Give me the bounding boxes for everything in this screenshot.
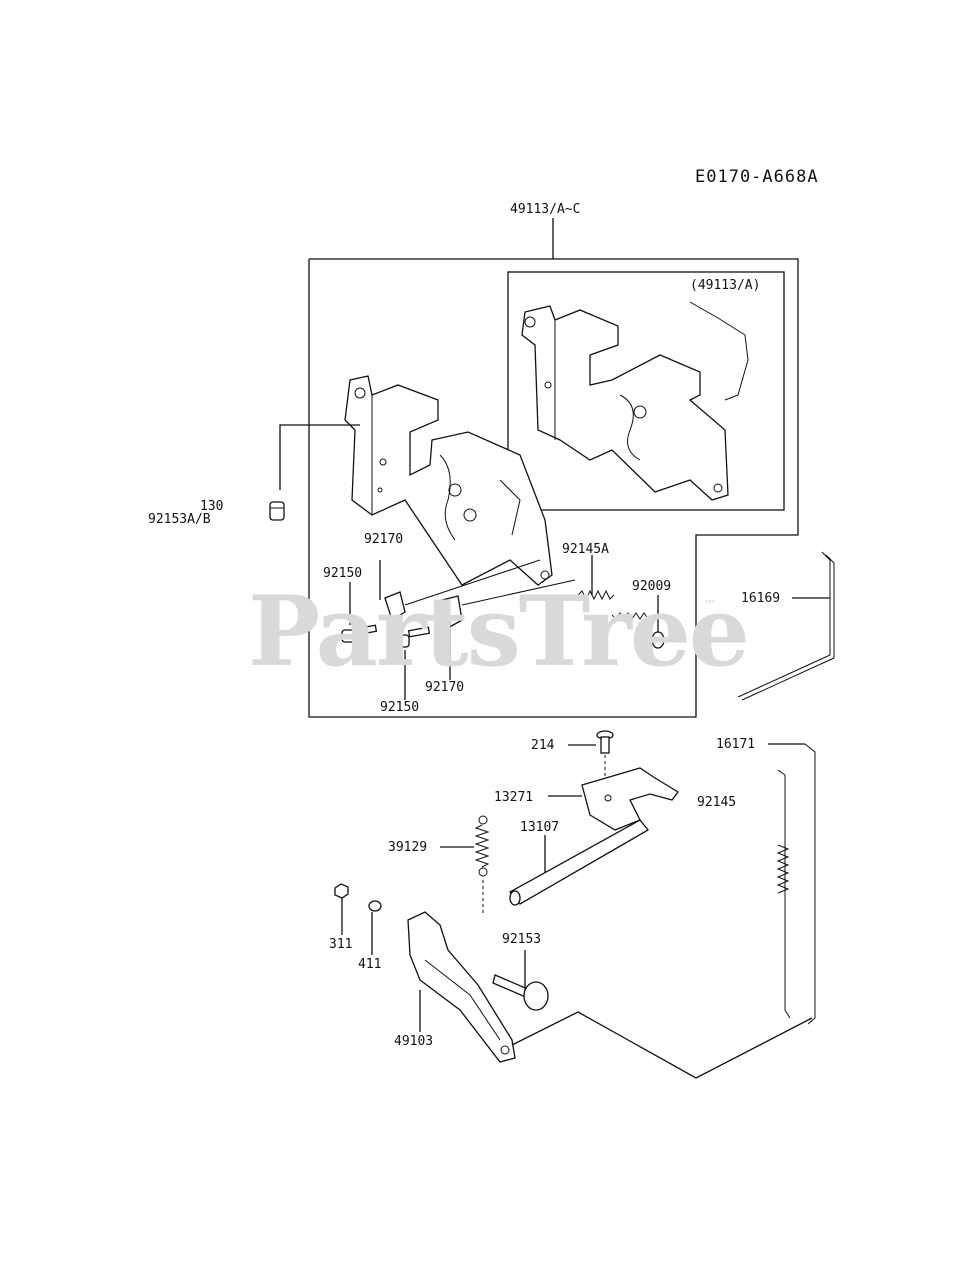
spring-92145a (577, 589, 615, 601)
inset-box (507, 271, 785, 511)
label-49103: 49103 (394, 1034, 434, 1049)
diagram-code: E0170-A668A (695, 167, 819, 187)
leader-130 (279, 424, 360, 490)
label-411: 411 (358, 957, 382, 972)
nut-311 (334, 883, 349, 899)
shaft-13107 (508, 819, 649, 906)
label-311: 311 (329, 937, 353, 952)
bolt-214 (596, 730, 614, 754)
label-49113-a-c: 49113/A~C (510, 202, 581, 217)
label-92009: 92009 (632, 579, 672, 594)
label-92150-left: 92150 (323, 566, 363, 581)
label-92170-bottom: 92170 (425, 680, 465, 695)
label-214: 214 (531, 738, 555, 753)
watermark-logo: PartsTree (248, 575, 750, 688)
washer-411 (368, 900, 382, 912)
label-92153: 92153 (502, 932, 542, 947)
spring-39129 (474, 815, 490, 877)
inset-bracket-part (521, 301, 749, 501)
label-92145: 92145 (697, 795, 737, 810)
lever-49103 (407, 911, 516, 1063)
screw-92150-a (341, 624, 378, 643)
label-92145a: 92145A (562, 542, 609, 557)
label-13107: 13107 (520, 820, 560, 835)
assembly-outline (308, 258, 799, 718)
clip-92170-b (441, 595, 463, 630)
rod-16171 (776, 743, 816, 1025)
label-13271: 13271 (494, 790, 534, 805)
clip-92170-a (384, 591, 406, 621)
bolt-92153 (492, 974, 549, 1011)
label-92170-top: 92170 (364, 532, 404, 547)
label-16169: 16169 (741, 591, 781, 606)
label-92153a-b: 92153A/B (148, 512, 211, 527)
label-130: 130 (200, 499, 224, 514)
plate-13271 (581, 767, 679, 831)
label-92150-bottom: 92150 (380, 700, 420, 715)
label-39129: 39129 (388, 840, 428, 855)
screw-92150-b (394, 626, 431, 648)
trademark-symbol: ™ (703, 598, 717, 614)
rod-16169 (737, 551, 835, 701)
screw-130-part (269, 501, 285, 521)
label-16171: 16171 (716, 737, 756, 752)
label-49113-a: (49113/A) (690, 278, 761, 293)
bottom-connector (511, 1011, 813, 1079)
control-bracket-part (344, 375, 553, 586)
